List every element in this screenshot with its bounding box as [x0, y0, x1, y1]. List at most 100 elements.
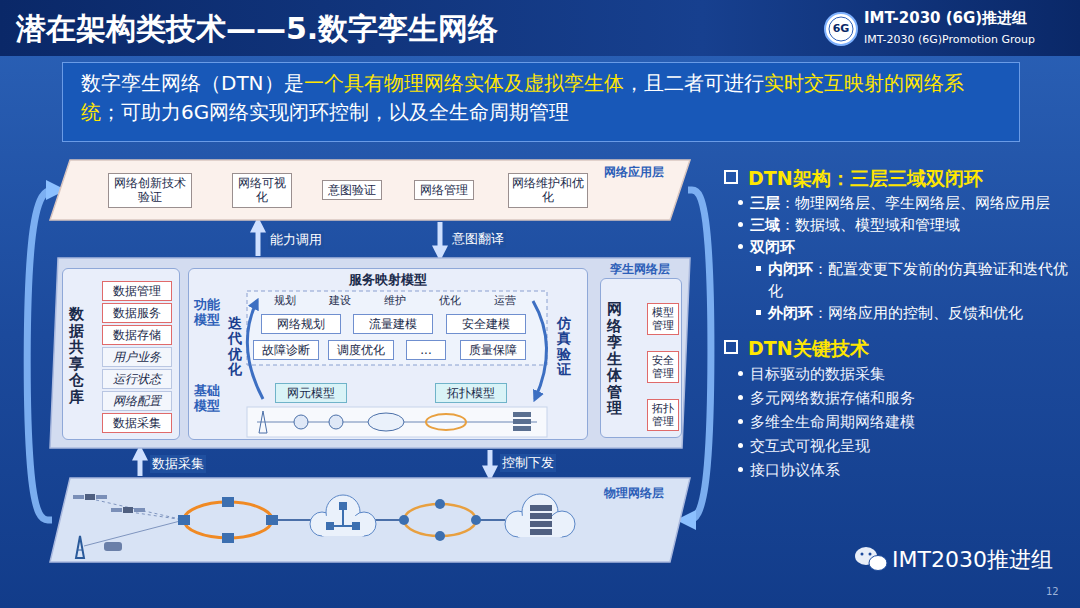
box-label: 用户业务 [106, 350, 168, 364]
title-bar: 潜在架构类技术——5.数字孪生网络 [0, 0, 1080, 56]
box-label: 拓扑管理 [651, 402, 675, 428]
box-label: 质量保障 [464, 343, 522, 357]
bullet-text: 双闭环 [750, 238, 795, 256]
links-part [84, 520, 184, 546]
box-label: 调度优化 [332, 343, 390, 357]
bullet-line: 外闭环：网络应用的控制、反馈和优化 [724, 302, 1074, 324]
links-part [96, 500, 184, 520]
box-label: 数据存储 [106, 328, 168, 342]
flow-arrow [256, 223, 261, 256]
function-box: 网络规划 [261, 314, 341, 334]
bullet-line: 目标驱动的数据采集 [724, 362, 1074, 386]
box-label: 数据服务 [106, 306, 168, 320]
tower-icon-part [76, 536, 84, 558]
model-label: 功能模型 [194, 298, 222, 328]
box-label: 故障诊断 [257, 343, 315, 357]
function-box: 网络可视化 [232, 173, 292, 208]
bullet-line: 内闭环：配置变更下发前的仿真验证和迭代优化 [724, 258, 1074, 302]
layer-label: 物理网络层 [604, 485, 664, 502]
network-strip-part [247, 407, 547, 437]
layer-label: 孪生网络层 [610, 261, 670, 278]
box-label: 数据采集 [106, 416, 168, 430]
bullet-text: 接口协议体系 [750, 461, 840, 479]
bullet-text: 多元网络数据存储和服务 [750, 389, 915, 407]
function-box: 数据存储 [102, 325, 172, 345]
box-label: 拓扑模型 [439, 386, 503, 400]
bullet-text: DTN架构：三层三域双闭环 [748, 167, 983, 189]
datacenter-icon-part [530, 521, 552, 527]
access-ring [178, 497, 278, 543]
phase-label: 建设 [329, 293, 351, 308]
layer-shape [50, 258, 690, 448]
group-box: 数据共享仓库数据管理数据服务数据存储用户业务运行状态网络配置数据采集 [62, 268, 180, 440]
box-label: 安全管理 [651, 354, 675, 380]
box-label: 意图验证 [326, 183, 378, 197]
logo-text: 6G [826, 22, 856, 35]
function-box: 数据服务 [102, 303, 172, 323]
datacenter-icon [505, 494, 575, 537]
core-ring-part [435, 499, 445, 509]
model-illustration-part [247, 291, 547, 437]
layer-band: 网络应用层网络创新技术验证网络可视化意图验证网络管理网络维护和优化 [50, 160, 690, 220]
access-ring-part [184, 502, 272, 538]
bullet-text: ：物理网络层、孪生网络层、网络应用层 [780, 194, 1050, 212]
satellite-icon [73, 494, 107, 500]
satellite-icon-part [134, 508, 145, 512]
function-box: 调度优化 [328, 340, 394, 360]
box-label: 流量建模 [357, 317, 429, 331]
network-strip-part [368, 413, 404, 431]
network-strip-part [513, 426, 531, 431]
bullet-text: 内闭环 [768, 260, 813, 278]
box-label: 网元模型 [279, 386, 343, 400]
bullet-text: ：网络应用的控制、反馈和优化 [813, 304, 1023, 322]
function-box: 数据管理 [102, 281, 172, 301]
bullet-line: DTN关键技术 [724, 334, 1074, 362]
datacenter-icon-part [518, 516, 562, 537]
box-label: 安全建模 [450, 317, 522, 331]
satellite-icon-part [73, 495, 84, 499]
watermark: IMT2030推进组 [892, 545, 1053, 575]
slide-title: 潜在架构类技术——5.数字孪生网络 [16, 9, 498, 50]
cloud-icon-part [326, 495, 360, 529]
network-strip-part [259, 411, 267, 433]
definition-text: ，且二者可进行 [624, 71, 764, 95]
layer-band: 物理网络层 [50, 478, 690, 562]
function-box: 拓扑模型 [435, 383, 507, 403]
model-label: 基础模型 [194, 384, 222, 414]
function-box: ... [406, 340, 446, 360]
box-label: 网络配置 [106, 394, 168, 408]
text-panel: DTN架构：三层三域双闭环三层：物理网络层、孪生网络层、网络应用层三域：数据域、… [724, 164, 1074, 482]
flow-arrow [488, 450, 493, 475]
function-box: 拓扑管理 [647, 399, 679, 431]
function-box: 运行状态 [102, 369, 172, 389]
definition-text: ；可助力6G网络实现闭环控制，以及全生命周期管理 [101, 100, 569, 124]
loop-label: 仿真验证 [557, 316, 571, 378]
tower-icon [76, 536, 84, 558]
function-box: 网络维护和优化 [508, 173, 588, 208]
function-box: 网络管理 [414, 180, 474, 200]
bullet-text: ：配置变更下发前的仿真验证和迭代优化 [768, 260, 1068, 300]
phase-label: 运营 [494, 293, 516, 308]
network-strip [247, 407, 547, 437]
definition-box: 数字孪生网络（DTN）是一个具有物理网络实体及虚拟孪生体，且二者可进行实时交互映… [62, 62, 1020, 142]
access-ring-part [266, 515, 278, 525]
function-box: 网元模型 [275, 383, 347, 403]
network-strip-part [426, 414, 466, 430]
group-box: 网络孪生体管理模型管理安全管理拓扑管理 [600, 278, 682, 438]
access-ring-part [178, 515, 190, 525]
physical-network-illustration-part [73, 494, 575, 558]
datacenter-icon-part [530, 505, 552, 511]
bullet-text: 三层 [750, 194, 780, 212]
function-box: 安全管理 [647, 351, 679, 383]
logo-text: IMT-2030 (6G)Promotion Group [864, 33, 1035, 46]
wechat-icon-part [869, 553, 872, 556]
flow-arrow [438, 222, 443, 255]
vehicle-icon [104, 542, 122, 551]
satellite-icon-part [85, 494, 95, 500]
bullet-text: 目标驱动的数据采集 [750, 365, 885, 383]
bullet-text: 交互式可视化呈现 [750, 437, 870, 455]
phase-label: 维护 [384, 293, 406, 308]
edge-label: 意图翻译 [450, 230, 506, 248]
box-label: 网络维护和优化 [512, 176, 584, 205]
